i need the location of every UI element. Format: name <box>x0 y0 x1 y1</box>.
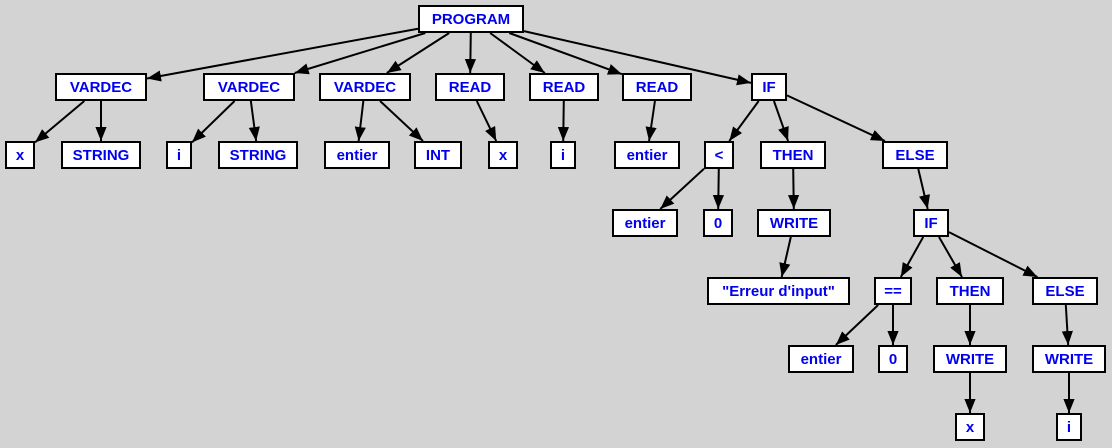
tree-edge <box>294 32 426 75</box>
tree-edge <box>938 236 963 278</box>
read-node: READ <box>622 73 692 101</box>
tree-edge <box>386 32 450 74</box>
tree-edge <box>948 231 1038 278</box>
read-node: READ <box>529 73 599 101</box>
identifier-node: i <box>550 141 576 169</box>
tree-edge <box>835 304 879 346</box>
then-node: THEN <box>936 277 1004 305</box>
tree-edge <box>523 30 752 86</box>
tree-edge <box>508 32 623 76</box>
tree-edge <box>489 32 546 74</box>
tree-edge <box>191 100 236 144</box>
type-node: STRING <box>61 141 141 169</box>
tree-edge <box>787 168 800 210</box>
vardec-node: VARDEC <box>319 73 411 101</box>
identifier-node: i <box>1056 413 1082 441</box>
identifier-node: entier <box>614 141 680 169</box>
write-node: WRITE <box>757 209 831 237</box>
tree-edge <box>1061 304 1073 346</box>
identifier-node: x <box>488 141 518 169</box>
literal-node: 0 <box>703 209 733 237</box>
vardec-node: VARDEC <box>55 73 147 101</box>
tree-edge <box>146 27 419 82</box>
identifier-node: entier <box>788 345 854 373</box>
else-node: ELSE <box>1032 277 1098 305</box>
identifier-node: i <box>166 141 192 169</box>
operator-node: == <box>874 277 912 305</box>
else-node: ELSE <box>882 141 948 169</box>
tree-edge <box>354 100 366 142</box>
string-literal-node: "Erreur d'input" <box>707 277 850 305</box>
type-node: STRING <box>218 141 298 169</box>
identifier-node: entier <box>324 141 390 169</box>
read-node: READ <box>435 73 505 101</box>
tree-edge <box>779 236 792 278</box>
tree-edge <box>712 168 725 210</box>
tree-edge <box>557 100 570 142</box>
tree-edge <box>379 100 424 142</box>
vardec-node: VARDEC <box>203 73 295 101</box>
then-node: THEN <box>760 141 826 169</box>
tree-edge <box>464 32 477 74</box>
operator-node: < <box>704 141 734 169</box>
if-node: IF <box>751 73 787 101</box>
type-node: INT <box>414 141 462 169</box>
write-node: WRITE <box>933 345 1007 373</box>
tree-edge <box>772 100 790 142</box>
tree-edge <box>786 94 886 142</box>
tree-edge <box>475 100 498 142</box>
tree-edge <box>917 168 930 210</box>
tree-edge <box>248 100 260 142</box>
tree-edge <box>645 100 657 142</box>
identifier-node: x <box>5 141 35 169</box>
program-node: PROGRAM <box>418 5 524 33</box>
tree-edge <box>728 100 760 142</box>
tree-edge <box>34 100 85 144</box>
tree-edge <box>659 168 705 210</box>
identifier-node: entier <box>612 209 678 237</box>
write-node: WRITE <box>1032 345 1106 373</box>
if-node: IF <box>913 209 949 237</box>
literal-node: 0 <box>878 345 908 373</box>
identifier-node: x <box>955 413 985 441</box>
tree-edge <box>899 236 925 278</box>
